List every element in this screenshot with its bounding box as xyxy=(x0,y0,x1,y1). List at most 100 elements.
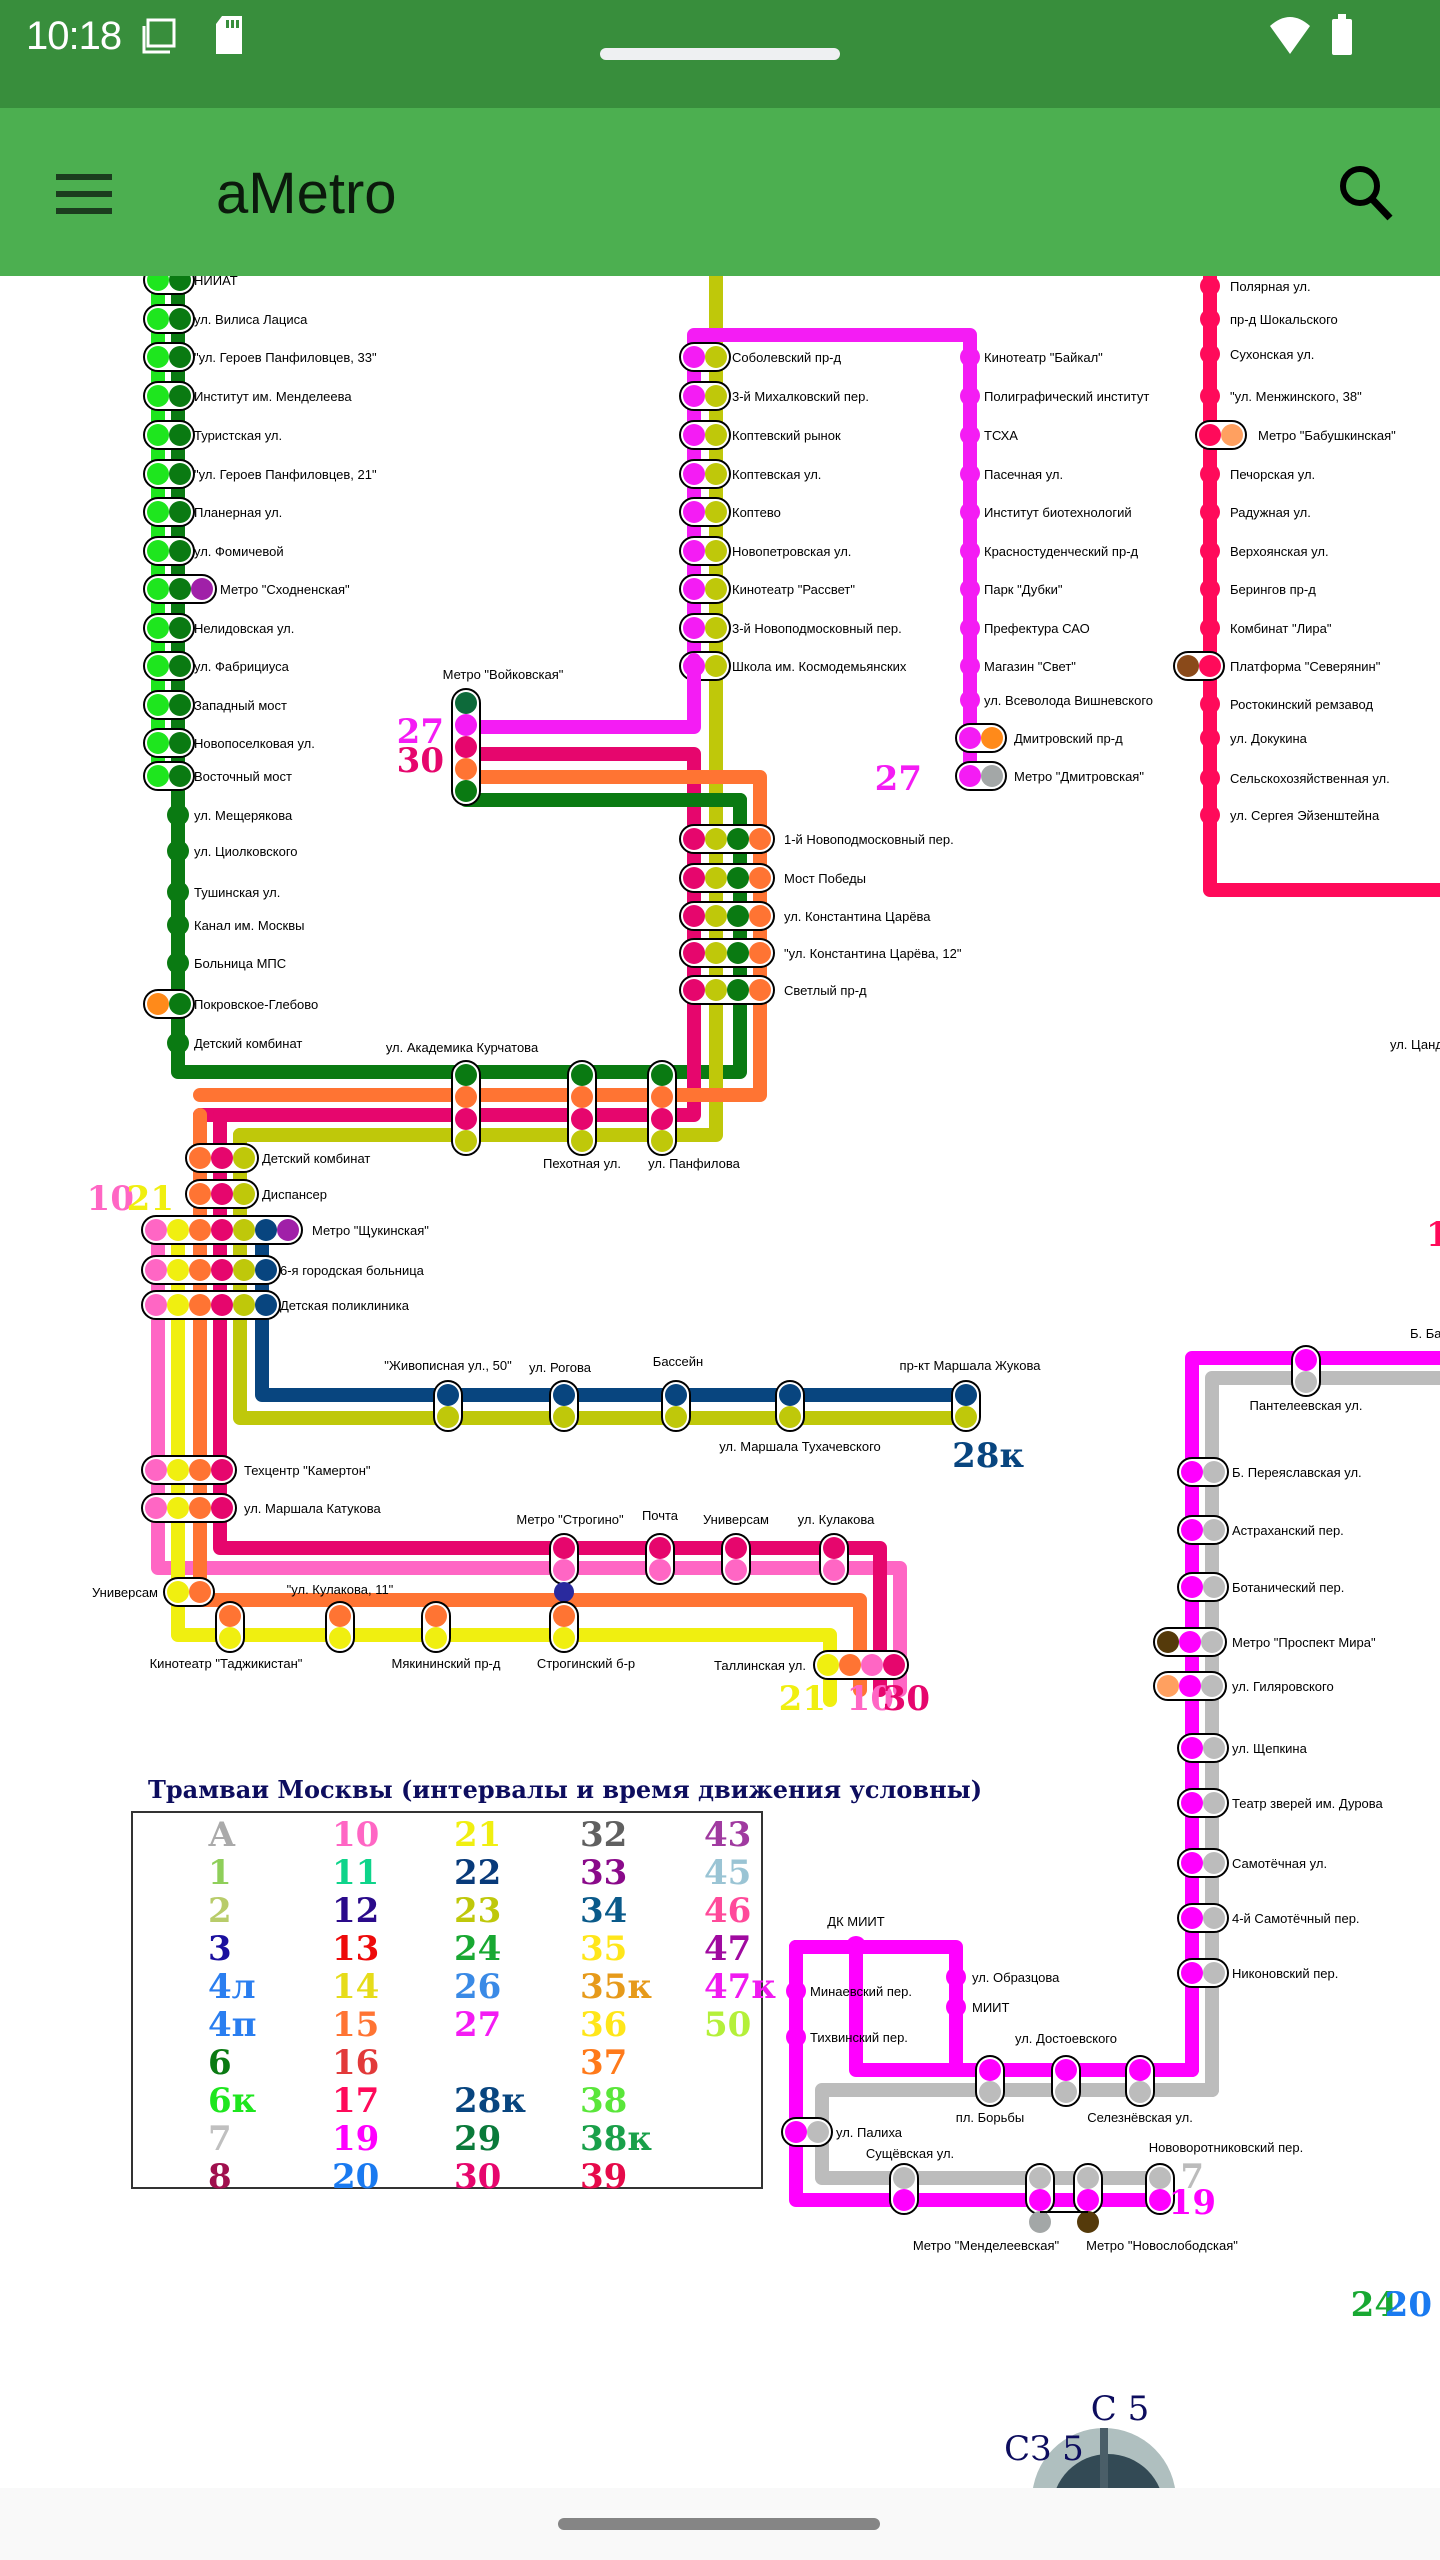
station-dot[interactable] xyxy=(167,1294,189,1316)
gesture-handle[interactable] xyxy=(558,2518,880,2530)
legend-route-number[interactable]: 13 xyxy=(332,1929,379,1969)
station-dot[interactable] xyxy=(553,1605,575,1627)
station-label[interactable]: ул. Всеволода Вишневского xyxy=(984,693,1153,708)
station-dot[interactable] xyxy=(169,655,191,677)
station-dot[interactable] xyxy=(147,346,169,368)
station-dot[interactable] xyxy=(1203,1792,1225,1814)
station-dot[interactable] xyxy=(255,1219,277,1241)
station-label[interactable]: Парк "Дубки" xyxy=(984,582,1063,597)
legend-route-number[interactable]: 29 xyxy=(454,2119,501,2159)
station-label[interactable]: Самотёчная ул. xyxy=(1232,1856,1327,1871)
station-dot[interactable] xyxy=(683,463,705,485)
station-dot[interactable] xyxy=(455,1064,477,1086)
station-dot[interactable] xyxy=(1200,344,1220,364)
station-dot[interactable] xyxy=(219,1627,241,1649)
station-label[interactable]: "ул. Менжинского, 38" xyxy=(1230,389,1362,404)
station-dot[interactable] xyxy=(1200,768,1220,788)
station-dot[interactable] xyxy=(1200,502,1220,522)
station-dot[interactable] xyxy=(1295,1349,1317,1371)
station-dot[interactable] xyxy=(277,1219,299,1241)
station-dot[interactable] xyxy=(211,1147,233,1169)
station-label[interactable]: Полярная ул. xyxy=(1230,279,1311,294)
station-dot[interactable] xyxy=(167,952,189,974)
station-dot[interactable] xyxy=(1181,1737,1203,1759)
station-dot[interactable] xyxy=(147,578,169,600)
station-dot[interactable] xyxy=(1203,1907,1225,1929)
station-dot[interactable] xyxy=(893,2167,915,2189)
station-dot[interactable] xyxy=(189,1147,211,1169)
station-label[interactable]: "ул. Кулакова, 11" xyxy=(287,1582,394,1597)
station-label[interactable]: ул. Кулакова xyxy=(798,1512,875,1527)
station-dot[interactable] xyxy=(147,765,169,787)
station-label[interactable]: Б. Ба xyxy=(1410,1326,1440,1341)
station-label[interactable]: НИИАТ xyxy=(194,276,238,288)
station-dot[interactable] xyxy=(683,578,705,600)
station-dot[interactable] xyxy=(705,346,727,368)
station-dot[interactable] xyxy=(665,1406,687,1428)
station-label[interactable]: Техцентр "Камертон" xyxy=(244,1463,371,1478)
legend-route-number[interactable]: 23 xyxy=(454,1891,501,1931)
station-dot[interactable] xyxy=(1200,618,1220,638)
legend-route-number[interactable]: 6к xyxy=(208,2081,257,2121)
station-dot[interactable] xyxy=(437,1406,459,1428)
station-label[interactable]: Мякининский пр-д xyxy=(392,1656,501,1671)
station-label[interactable]: Пасечная ул. xyxy=(984,467,1063,482)
station-dot[interactable] xyxy=(749,905,771,927)
hamburger-menu-icon[interactable] xyxy=(40,166,120,222)
station-label[interactable]: ул. Вилиса Лациса xyxy=(194,312,308,327)
station-dot[interactable] xyxy=(683,867,705,889)
station-dot[interactable] xyxy=(189,1497,211,1519)
station-dot[interactable] xyxy=(169,578,191,600)
station-dot[interactable] xyxy=(1029,2211,1051,2233)
legend-route-number[interactable]: 34 xyxy=(580,1891,627,1931)
station-dot[interactable] xyxy=(1200,728,1220,748)
station-label[interactable]: 6-я городская больница xyxy=(280,1263,425,1278)
legend-route-number[interactable]: 17 xyxy=(332,2081,379,2121)
station-label[interactable]: Пантелеевская ул. xyxy=(1250,1398,1363,1413)
station-label[interactable]: Комбинат "Лира" xyxy=(1230,621,1332,636)
legend-route-number[interactable]: 14 xyxy=(332,1967,379,2007)
station-dot[interactable] xyxy=(959,765,981,787)
station-label[interactable]: Минаевский пер. xyxy=(810,1984,912,1999)
station-label[interactable]: ул. Палиха xyxy=(836,2125,903,2140)
station-dot[interactable] xyxy=(329,1627,351,1649)
station-label[interactable]: Префектура САО xyxy=(984,621,1090,636)
station-label[interactable]: пл. Борьбы xyxy=(956,2110,1024,2125)
station-dot[interactable] xyxy=(1055,2081,1077,2103)
station-label[interactable]: Планерная ул. xyxy=(194,505,282,520)
station-dot[interactable] xyxy=(233,1294,255,1316)
station-dot[interactable] xyxy=(705,979,727,1001)
station-label[interactable]: пр-д Шокальского xyxy=(1230,312,1338,327)
station-dot[interactable] xyxy=(861,1654,883,1676)
station-dot[interactable] xyxy=(705,828,727,850)
legend-route-number[interactable]: 43 xyxy=(704,1815,751,1855)
station-label[interactable]: "Живописная ул., 50" xyxy=(384,1358,512,1373)
station-dot[interactable] xyxy=(167,881,189,903)
legend-route-number[interactable]: 27 xyxy=(454,2005,501,2045)
station-dot[interactable] xyxy=(705,501,727,523)
station-label[interactable]: ул. Сергея Эйзенштейна xyxy=(1230,808,1380,823)
station-label[interactable]: Мост Победы xyxy=(784,871,866,886)
station-label[interactable]: МИИТ xyxy=(972,2000,1010,2015)
station-label[interactable]: Метро "Проспект Мира" xyxy=(1232,1635,1376,1650)
station-dot[interactable] xyxy=(145,1259,167,1281)
station-dot[interactable] xyxy=(1200,276,1220,296)
station-dot[interactable] xyxy=(749,867,771,889)
station-dot[interactable] xyxy=(749,979,771,1001)
station-dot[interactable] xyxy=(167,1459,189,1481)
legend-route-number[interactable]: 37 xyxy=(580,2043,627,2083)
station-dot[interactable] xyxy=(946,1997,966,2017)
station-label[interactable]: Кинотеатр "Рассвет" xyxy=(732,582,855,597)
station-label[interactable]: 4-й Самотёчный пер. xyxy=(1232,1911,1360,1926)
station-dot[interactable] xyxy=(1179,1675,1201,1697)
station-dot[interactable] xyxy=(455,780,477,802)
station-dot[interactable] xyxy=(553,1384,575,1406)
station-dot[interactable] xyxy=(169,308,191,330)
station-dot[interactable] xyxy=(960,541,980,561)
station-label[interactable]: ул. Фабрициуса xyxy=(194,659,290,674)
station-dot[interactable] xyxy=(846,1936,866,1956)
station-dot[interactable] xyxy=(1181,1792,1203,1814)
legend-route-number[interactable]: 19 xyxy=(332,2119,379,2159)
station-label[interactable]: 1-й Новоподмосковный пер. xyxy=(784,832,954,847)
